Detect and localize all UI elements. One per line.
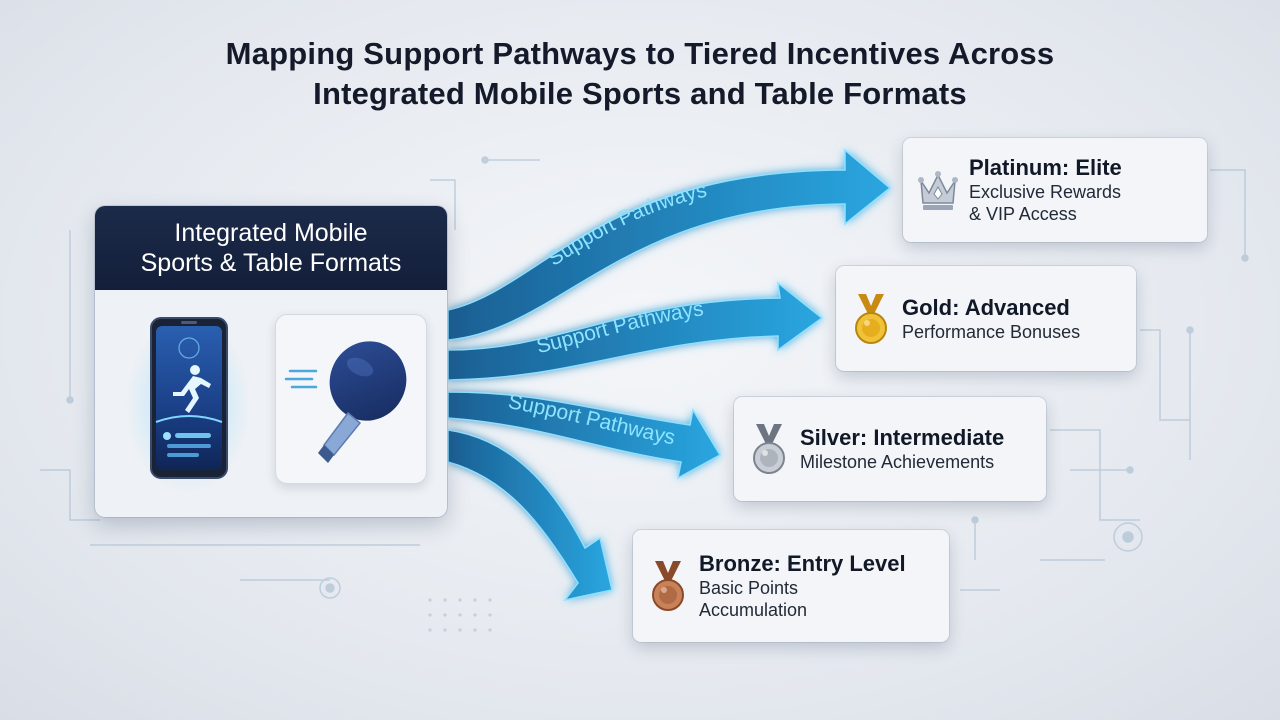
mobile-phone-icon (123, 310, 253, 500)
tier-desc-platinum-2: & VIP Access (969, 204, 1077, 224)
title-line-1: Mapping Support Pathways to Tiered Incen… (225, 36, 1055, 71)
silver-medal-icon (753, 424, 785, 474)
table-tennis-racket-icon (284, 341, 407, 463)
tier-desc-silver: Milestone Achievements (800, 452, 995, 472)
tier-card-silver: Silver: Intermediate Milestone Achieveme… (734, 397, 1046, 501)
tier-card-platinum: Platinum: Elite Exclusive Rewards & VIP … (903, 138, 1207, 242)
source-title-line-2: Sports & Table Formats (140, 249, 402, 277)
tier-name-gold: Gold: Advanced (902, 294, 1070, 320)
pathway-arrow-bronze (447, 429, 613, 602)
pathway-arrow-silver (447, 391, 722, 480)
tier-name-silver: Silver: Intermediate (800, 425, 1005, 450)
source-header: Integrated Mobile Sports & Table Formats (95, 206, 447, 290)
tier-desc-bronze-2: Accumulation (699, 600, 808, 620)
pathway-arrow-platinum (447, 148, 892, 341)
tier-card-gold: Gold: Advanced Performance Bonuses (836, 266, 1136, 371)
gold-medal-icon (855, 293, 887, 344)
tier-desc-bronze-1: Basic Points (699, 578, 799, 598)
crown-icon (918, 171, 958, 210)
tier-desc-platinum-1: Exclusive Rewards (969, 182, 1122, 202)
tier-card-bronze: Bronze: Entry Level Basic Points Accumul… (633, 530, 949, 642)
bronze-medal-icon (652, 561, 684, 611)
title-line-2: Integrated Mobile Sports and Table Forma… (313, 76, 967, 111)
source-title-line-1: Integrated Mobile (174, 219, 368, 247)
pathway-arrow-gold (447, 281, 824, 381)
running-figure-icon (173, 365, 211, 413)
table-tennis-tile (275, 314, 427, 484)
tier-desc-gold: Performance Bonuses (902, 321, 1081, 342)
source-body (95, 290, 447, 517)
source-card: Integrated Mobile Sports & Table Formats (95, 206, 447, 517)
page-title: Mapping Support Pathways to Tiered Incen… (0, 34, 1280, 114)
tier-name-bronze: Bronze: Entry Level (699, 551, 906, 576)
tier-name-platinum: Platinum: Elite (969, 155, 1122, 180)
